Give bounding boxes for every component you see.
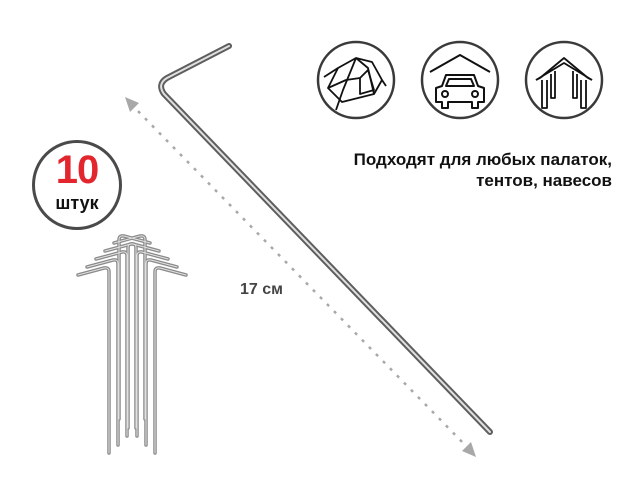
quantity-badge: 10 штук [32, 140, 122, 230]
stake-bundle [76, 234, 188, 455]
dimension-arrow [125, 97, 476, 457]
usage-caption-line2: тентов, навесов [476, 171, 612, 190]
canopy-icon [524, 40, 604, 120]
tent-icon [316, 40, 396, 120]
usage-caption-line1: Подходят для любых палаток, [353, 150, 612, 169]
car-garage-icon [420, 40, 500, 120]
large-stake [158, 43, 493, 435]
quantity-number: 10 [55, 148, 100, 192]
usage-caption: Подходят для любых палаток, тентов, наве… [354, 149, 612, 191]
length-label: 17 см [240, 281, 283, 298]
quantity-unit: штук [55, 193, 99, 213]
